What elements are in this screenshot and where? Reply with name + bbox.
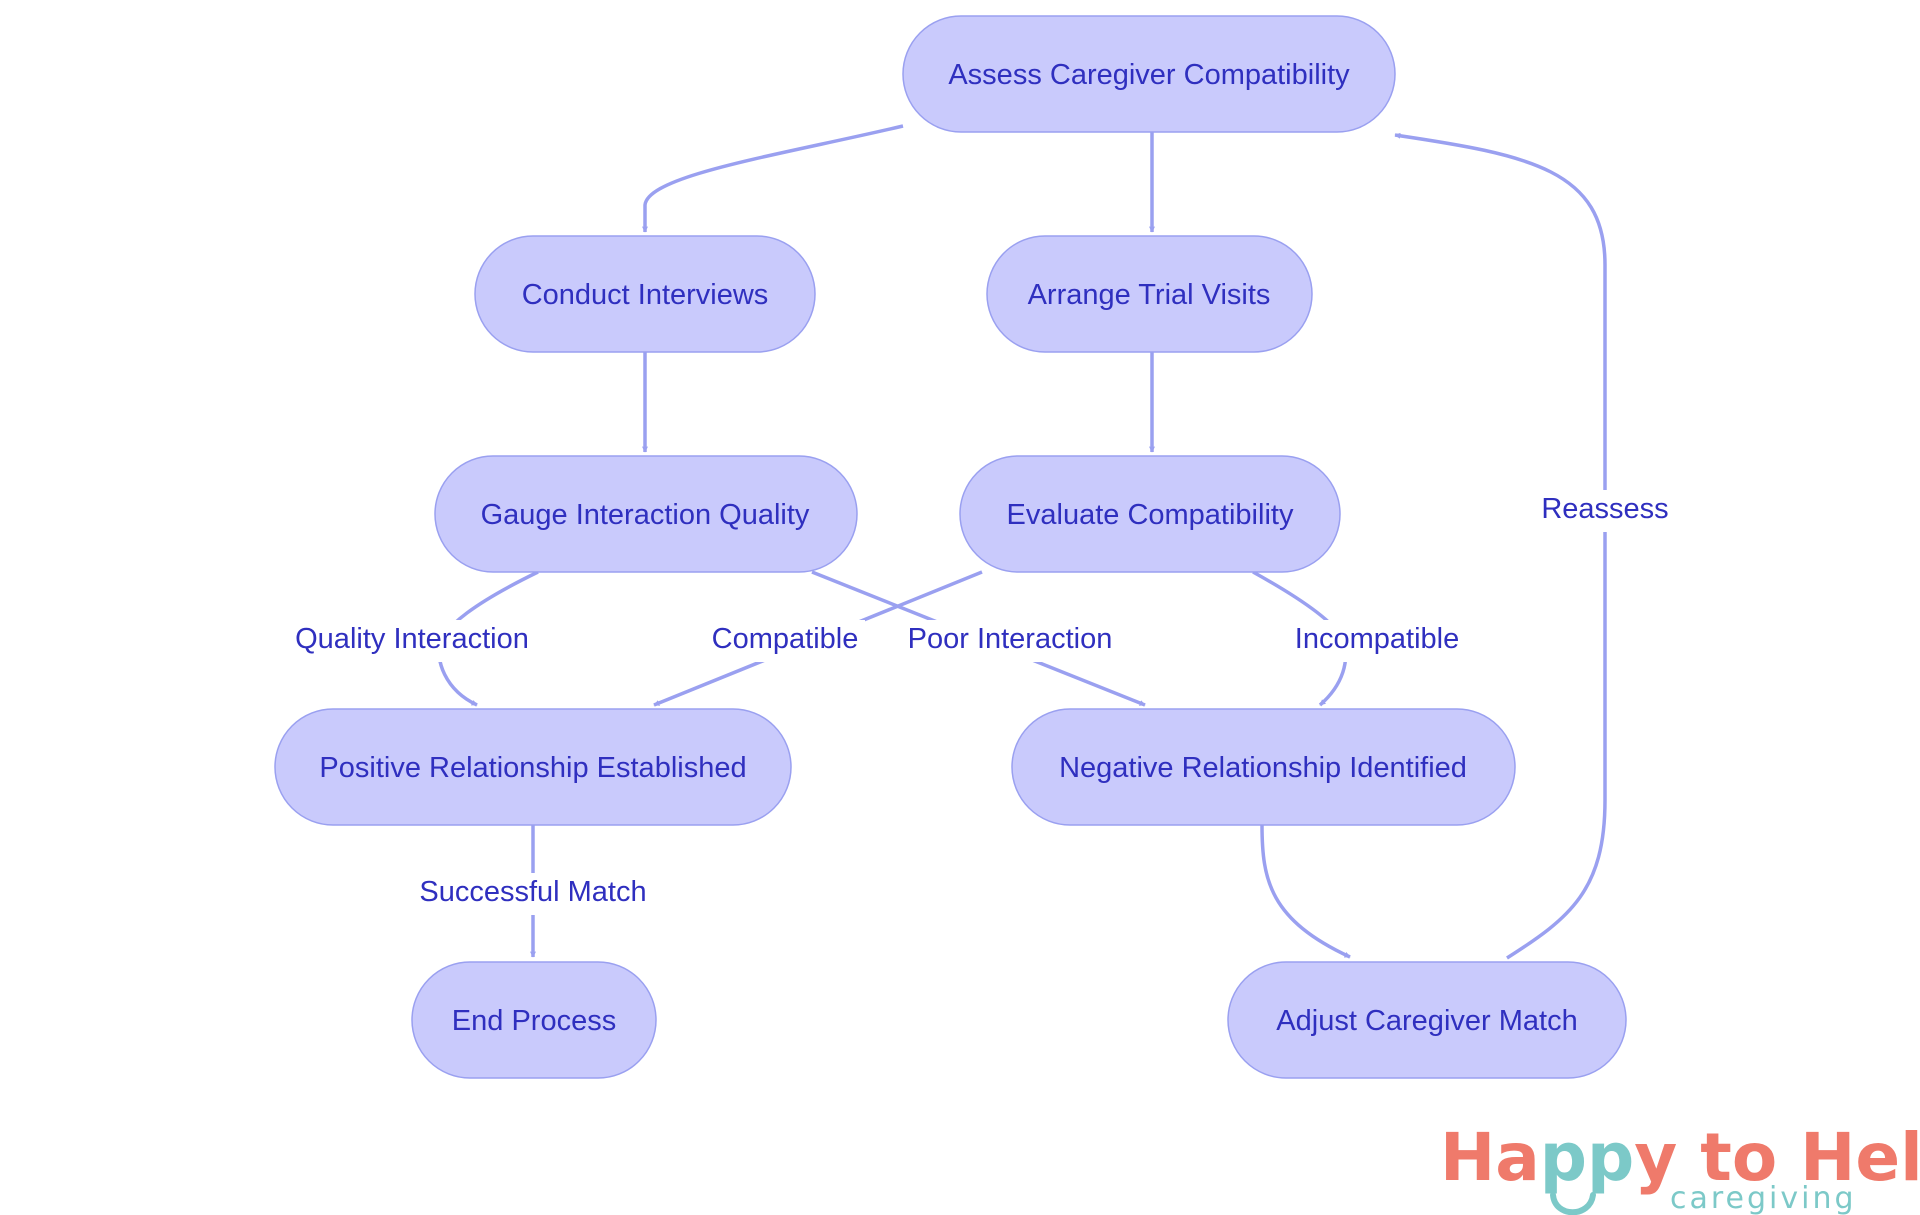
svg-text:Evaluate Compatibility: Evaluate Compatibility [1007, 499, 1294, 531]
svg-text:Conduct Interviews: Conduct Interviews [522, 279, 769, 311]
edge-labels: Quality Interaction Compatible Poor Inte… [285, 490, 1672, 915]
edge-label-compatible: Compatible [705, 620, 865, 662]
svg-text:Gauge Interaction Quality: Gauge Interaction Quality [481, 499, 810, 531]
node-end-process[interactable]: End Process [411, 961, 657, 1079]
brand-logo: Happy to Help caregiving [1440, 1119, 1920, 1215]
logo-tagline: caregiving [1670, 1181, 1857, 1215]
svg-text:Assess Caregiver Compatibility: Assess Caregiver Compatibility [948, 59, 1350, 91]
svg-text:End Process: End Process [452, 1005, 616, 1037]
edge-label-poor-interaction: Poor Interaction [898, 620, 1123, 662]
svg-text:Incompatible: Incompatible [1295, 623, 1459, 655]
logo-wordmark: Happy to Help [1440, 1119, 1920, 1196]
logo-smile-icon [1550, 1192, 1596, 1215]
svg-text:Successful Match: Successful Match [419, 876, 646, 908]
edge-label-quality-interaction: Quality Interaction [285, 620, 538, 662]
edge-label-incompatible: Incompatible [1290, 620, 1465, 662]
svg-text:Compatible: Compatible [712, 623, 859, 655]
svg-text:Negative Relationship Identifi: Negative Relationship Identified [1059, 752, 1467, 784]
nodes: Assess Caregiver Compatibility Conduct I… [274, 15, 1627, 1079]
node-gauge-interaction-quality[interactable]: Gauge Interaction Quality [434, 455, 858, 573]
edge-label-successful-match: Successful Match [410, 873, 655, 915]
edge-assess-to-interviews [642, 124, 904, 233]
svg-text:Positive Relationship Establis: Positive Relationship Established [319, 752, 746, 784]
svg-text:Reassess: Reassess [1541, 493, 1668, 525]
node-conduct-interviews[interactable]: Conduct Interviews [474, 235, 816, 353]
svg-text:Poor Interaction: Poor Interaction [908, 623, 1113, 655]
node-assess-caregiver-compatibility[interactable]: Assess Caregiver Compatibility [902, 15, 1396, 133]
node-positive-relationship-established[interactable]: Positive Relationship Established [274, 708, 792, 826]
node-evaluate-compatibility[interactable]: Evaluate Compatibility [959, 455, 1341, 573]
svg-text:Arrange Trial Visits: Arrange Trial Visits [1028, 279, 1271, 311]
node-negative-relationship-identified[interactable]: Negative Relationship Identified [1011, 708, 1516, 826]
edge-negative-to-adjust [1260, 824, 1351, 959]
node-adjust-caregiver-match[interactable]: Adjust Caregiver Match [1227, 961, 1627, 1079]
svg-text:Quality Interaction: Quality Interaction [295, 623, 529, 655]
svg-text:Adjust Caregiver Match: Adjust Caregiver Match [1276, 1005, 1577, 1037]
node-arrange-trial-visits[interactable]: Arrange Trial Visits [986, 235, 1313, 353]
edge-adjust-to-assess [1394, 132, 1607, 960]
edge-label-reassess: Reassess [1538, 490, 1672, 532]
